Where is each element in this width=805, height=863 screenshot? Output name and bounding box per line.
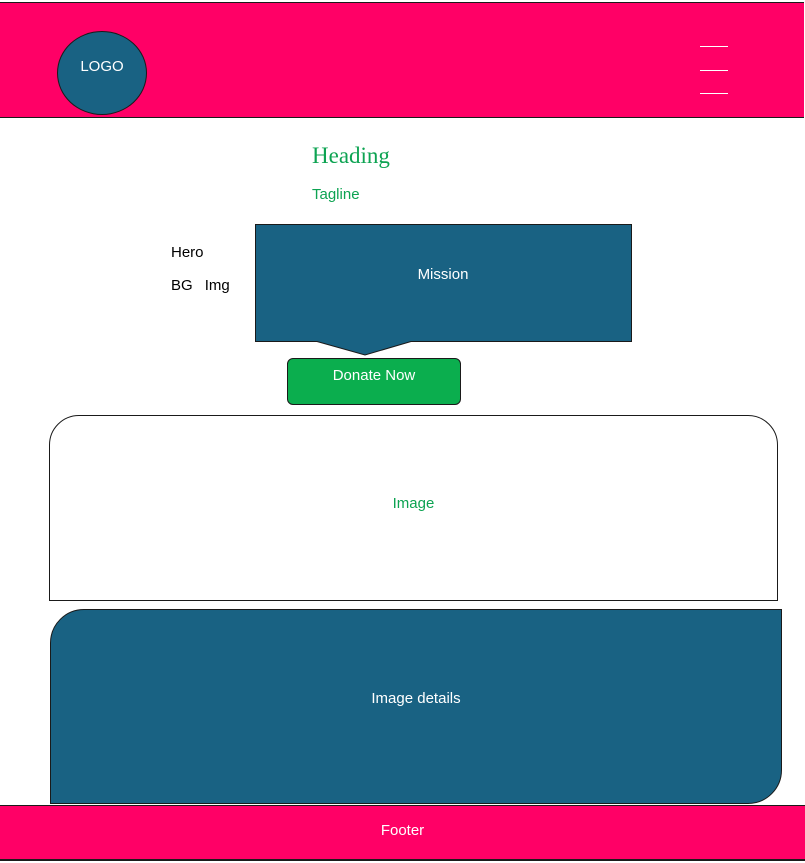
site-header: LOGO — [0, 2, 804, 118]
hero-bg-img-label: Hero BG Img — [171, 236, 230, 302]
site-footer: Footer — [0, 805, 805, 861]
footer-label: Footer — [380, 822, 425, 839]
mission-label: Mission — [417, 266, 469, 283]
hero-label-bg: BG — [171, 277, 193, 294]
logo-label: LOGO — [80, 58, 124, 75]
image-label: Image — [392, 495, 435, 512]
page-tagline: Tagline — [312, 186, 360, 203]
image-details-label: Image details — [371, 690, 461, 707]
hamburger-menu-icon[interactable] — [700, 46, 728, 96]
image-details-panel: Image details — [50, 609, 782, 804]
menu-bar-top — [700, 46, 728, 47]
hero-label-line2: BG Img — [171, 269, 230, 302]
menu-bar-middle — [700, 70, 728, 71]
menu-bar-bottom — [700, 93, 728, 94]
mission-callout: Mission — [255, 224, 633, 359]
mission-callout-shape — [255, 224, 632, 356]
hero-label-line1: Hero — [171, 244, 204, 261]
page-heading: Heading — [312, 143, 390, 168]
logo[interactable]: LOGO — [57, 31, 147, 115]
image-placeholder: Image — [49, 415, 778, 601]
donate-now-button[interactable]: Donate Now — [287, 358, 461, 405]
hero-label-img: Img — [204, 277, 230, 294]
